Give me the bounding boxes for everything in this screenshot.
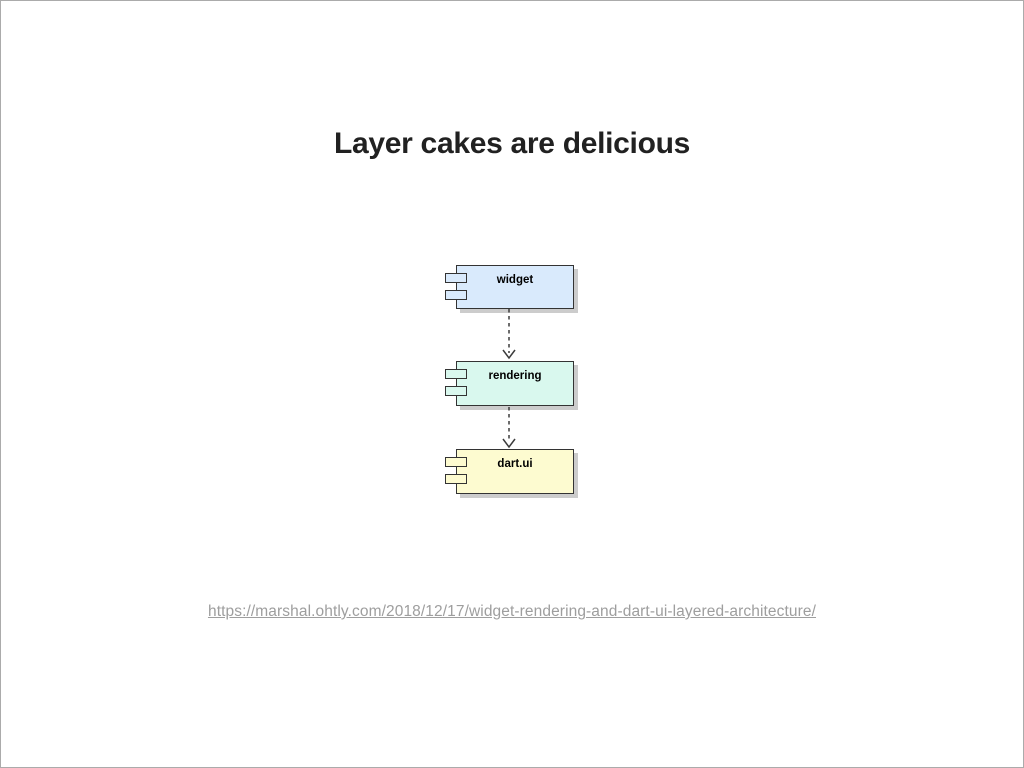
component-rendering: rendering: [445, 361, 574, 406]
dashed-arrow-widget-to-rendering: [502, 309, 516, 360]
slide-title: Layer cakes are delicious: [333, 127, 691, 160]
source-link[interactable]: https://marshal.ohtly.com/2018/12/17/wid…: [207, 603, 817, 620]
component-port-icon: [445, 290, 467, 300]
component-port-icon: [445, 474, 467, 484]
component-port-icon: [445, 457, 467, 467]
component-dartui: dart.ui: [445, 449, 574, 494]
component-port-icon: [445, 369, 467, 379]
dashed-arrow-rendering-to-dartui: [502, 407, 516, 449]
component-widget-label: widget: [496, 274, 534, 286]
component-dartui-label: dart.ui: [497, 458, 533, 470]
component-rendering-label: rendering: [488, 370, 542, 382]
component-port-icon: [445, 386, 467, 396]
component-port-icon: [445, 273, 467, 283]
component-widget: widget: [445, 265, 574, 309]
